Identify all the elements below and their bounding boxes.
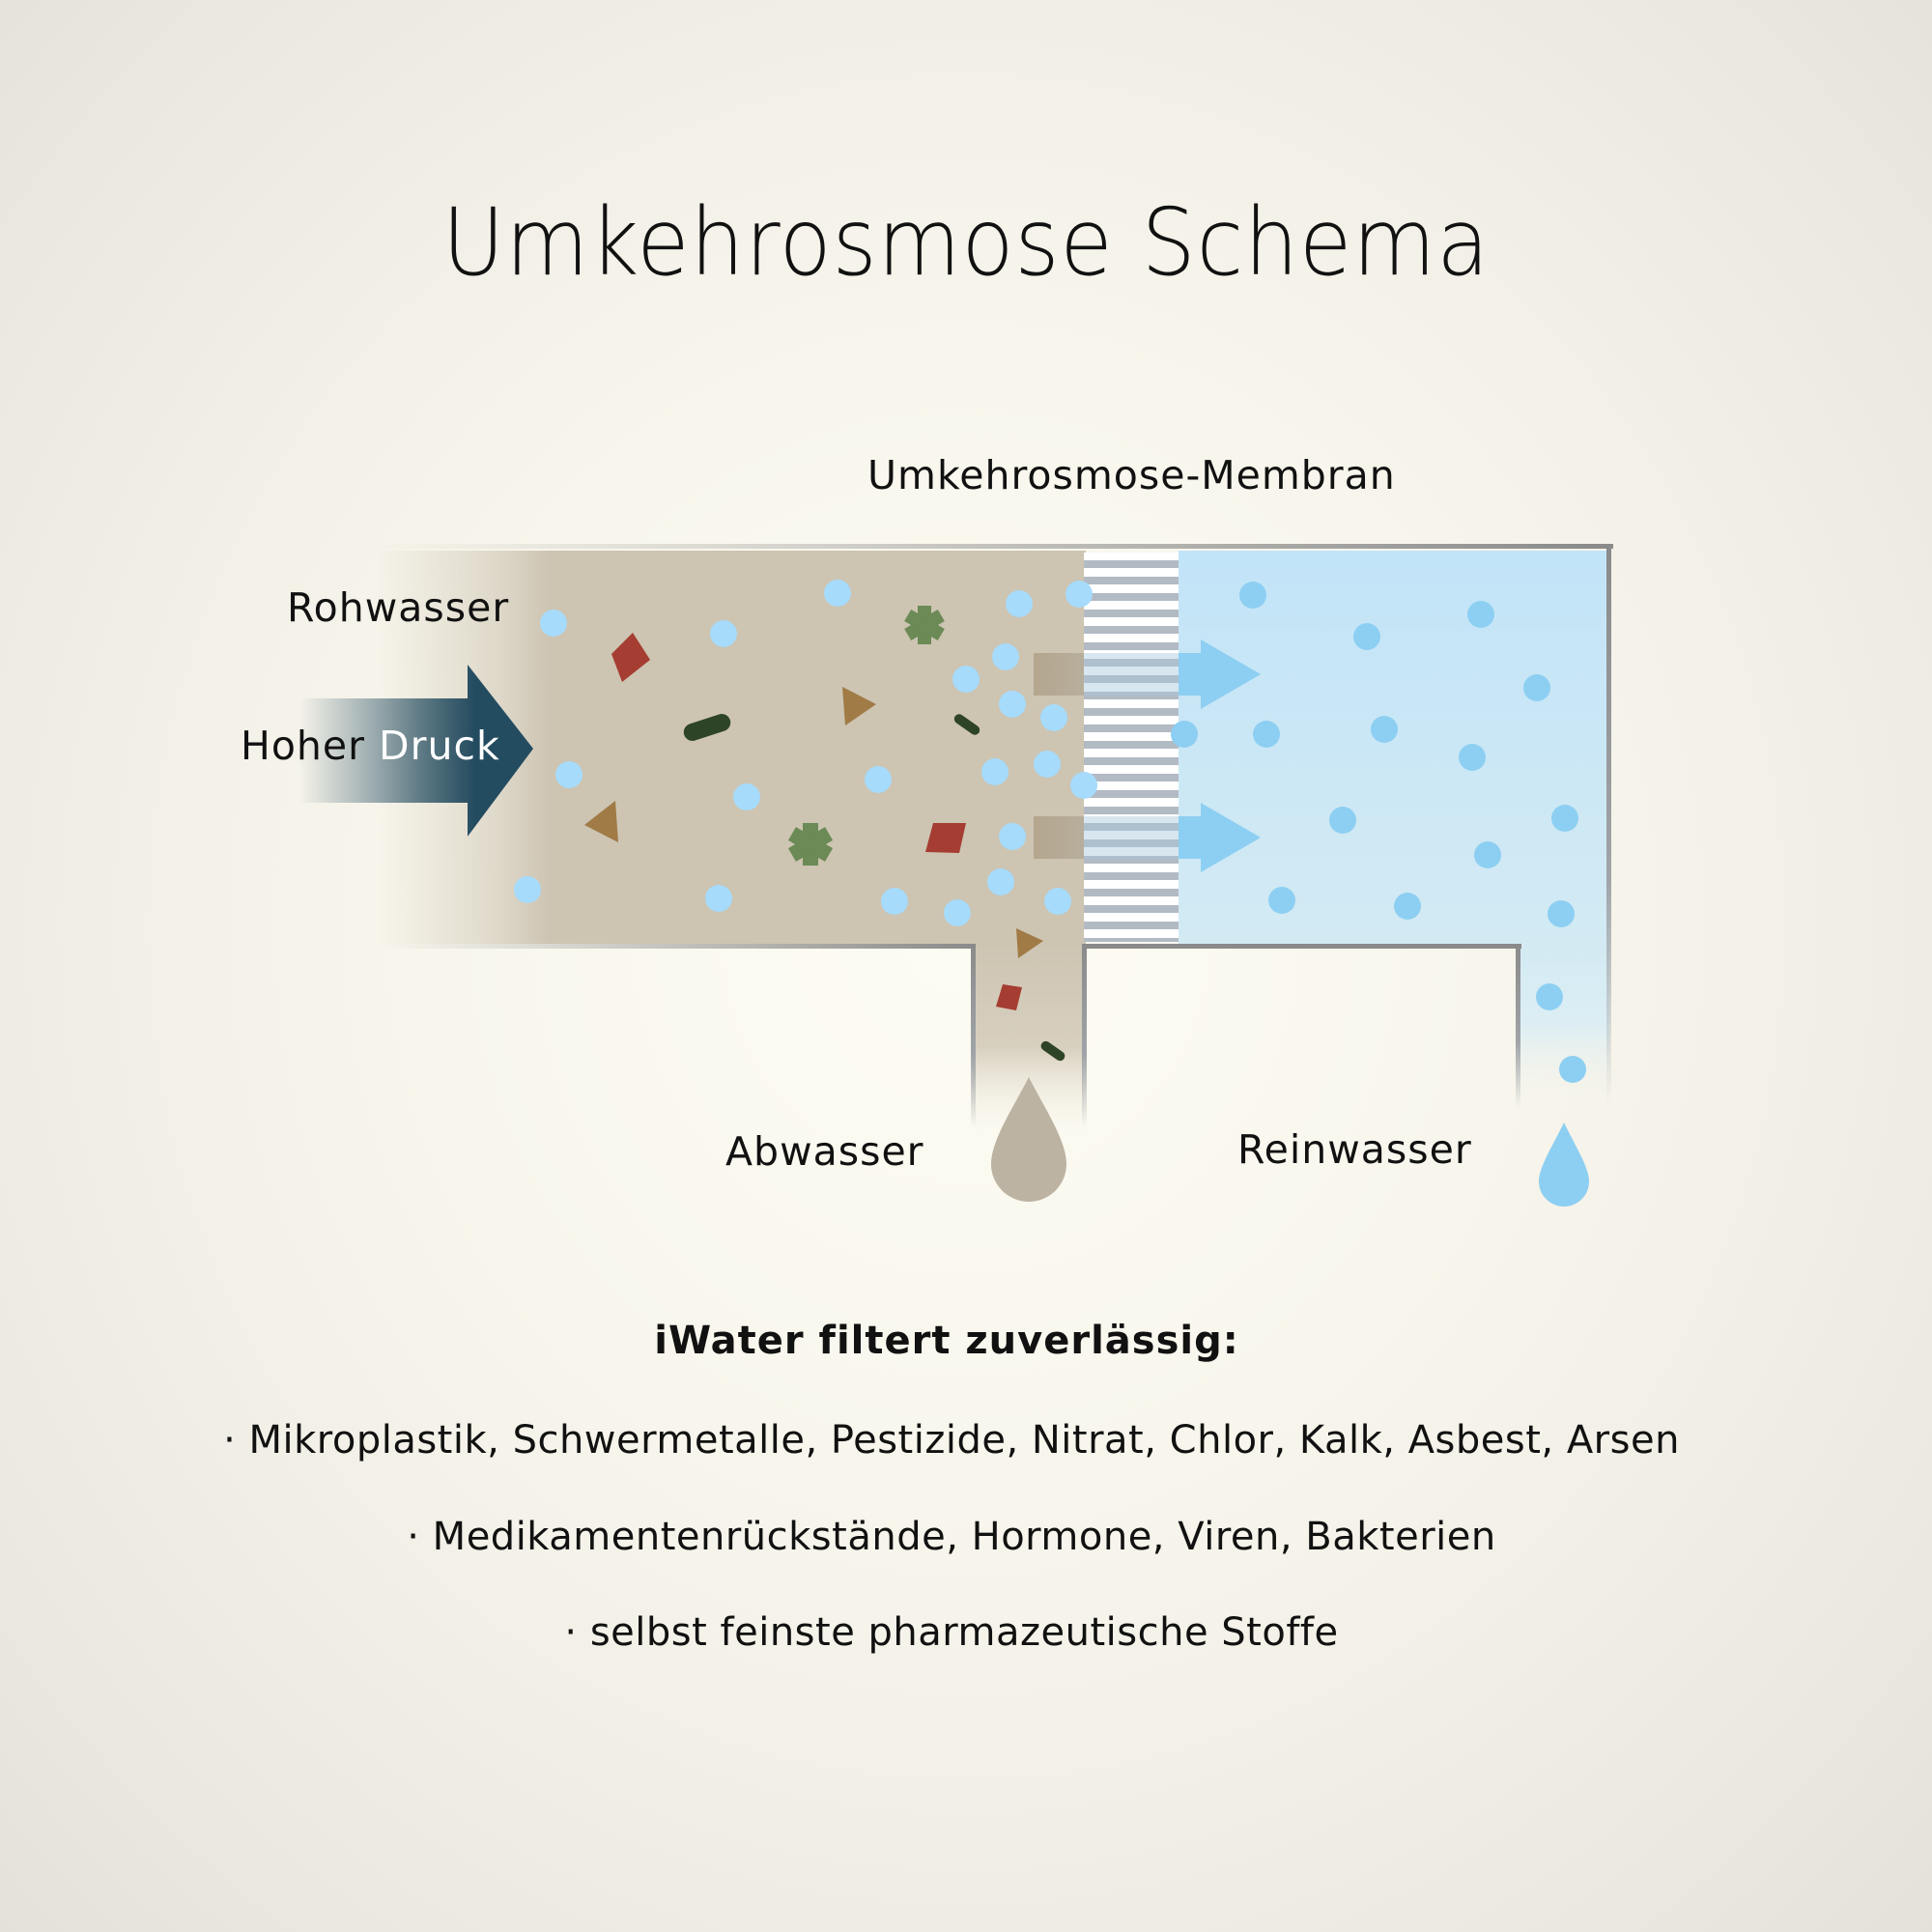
contaminant-green-icon (904, 606, 945, 644)
pressure-label-part1: Hoher (241, 723, 365, 769)
contaminant-brown-icon (584, 801, 618, 842)
high-pressure-arrow-icon (299, 665, 533, 837)
inlet-label: Rohwasser (287, 584, 510, 631)
contaminant-green-icon (787, 823, 834, 866)
water-molecules-raw (514, 580, 1097, 926)
membrane (1084, 553, 1179, 942)
flow-arrow-icon (1179, 803, 1261, 872)
waste-water-label: Abwasser (725, 1128, 924, 1175)
water-molecules-clean (1171, 582, 1586, 1083)
membrane-label: Umkehrosmose-Membran (867, 452, 1396, 498)
clean-water-chamber (1179, 551, 1609, 944)
contaminant-brown-icon (842, 687, 876, 725)
clean-pipe (1517, 942, 1609, 1106)
page-title: Umkehrosmose Schema (441, 188, 1491, 297)
contaminant-red-icon (925, 823, 966, 853)
contaminant-brown-icon (1016, 928, 1043, 958)
contaminant-dark-icon (683, 714, 731, 741)
filter-heading: iWater filtert zuverlässig: (654, 1319, 1239, 1363)
contaminant-dark-icon (1040, 1040, 1065, 1062)
clean-drop-icon (1539, 1122, 1589, 1207)
flow-arrow-icon (1179, 639, 1261, 709)
waste-drop-icon (991, 1077, 1066, 1202)
pressure-label: Hoher Druck (241, 723, 500, 769)
clean-water-label: Reinwasser (1237, 1126, 1472, 1173)
permeate-flow-arrows (1034, 639, 1261, 872)
filter-item: · selbst feinste pharmazeutische Stoffe (564, 1610, 1339, 1655)
contaminant-red-icon (996, 984, 1022, 1010)
filter-item: · Mikroplastik, Schwermetalle, Pestizide… (223, 1418, 1680, 1463)
contaminant-red-icon (611, 633, 650, 682)
filter-item: · Medikamentenrückstände, Hormone, Viren… (407, 1515, 1496, 1559)
contaminant-dark-icon (953, 714, 980, 735)
contaminants (584, 606, 1065, 1062)
pressure-label-part2: Druck (379, 723, 500, 769)
